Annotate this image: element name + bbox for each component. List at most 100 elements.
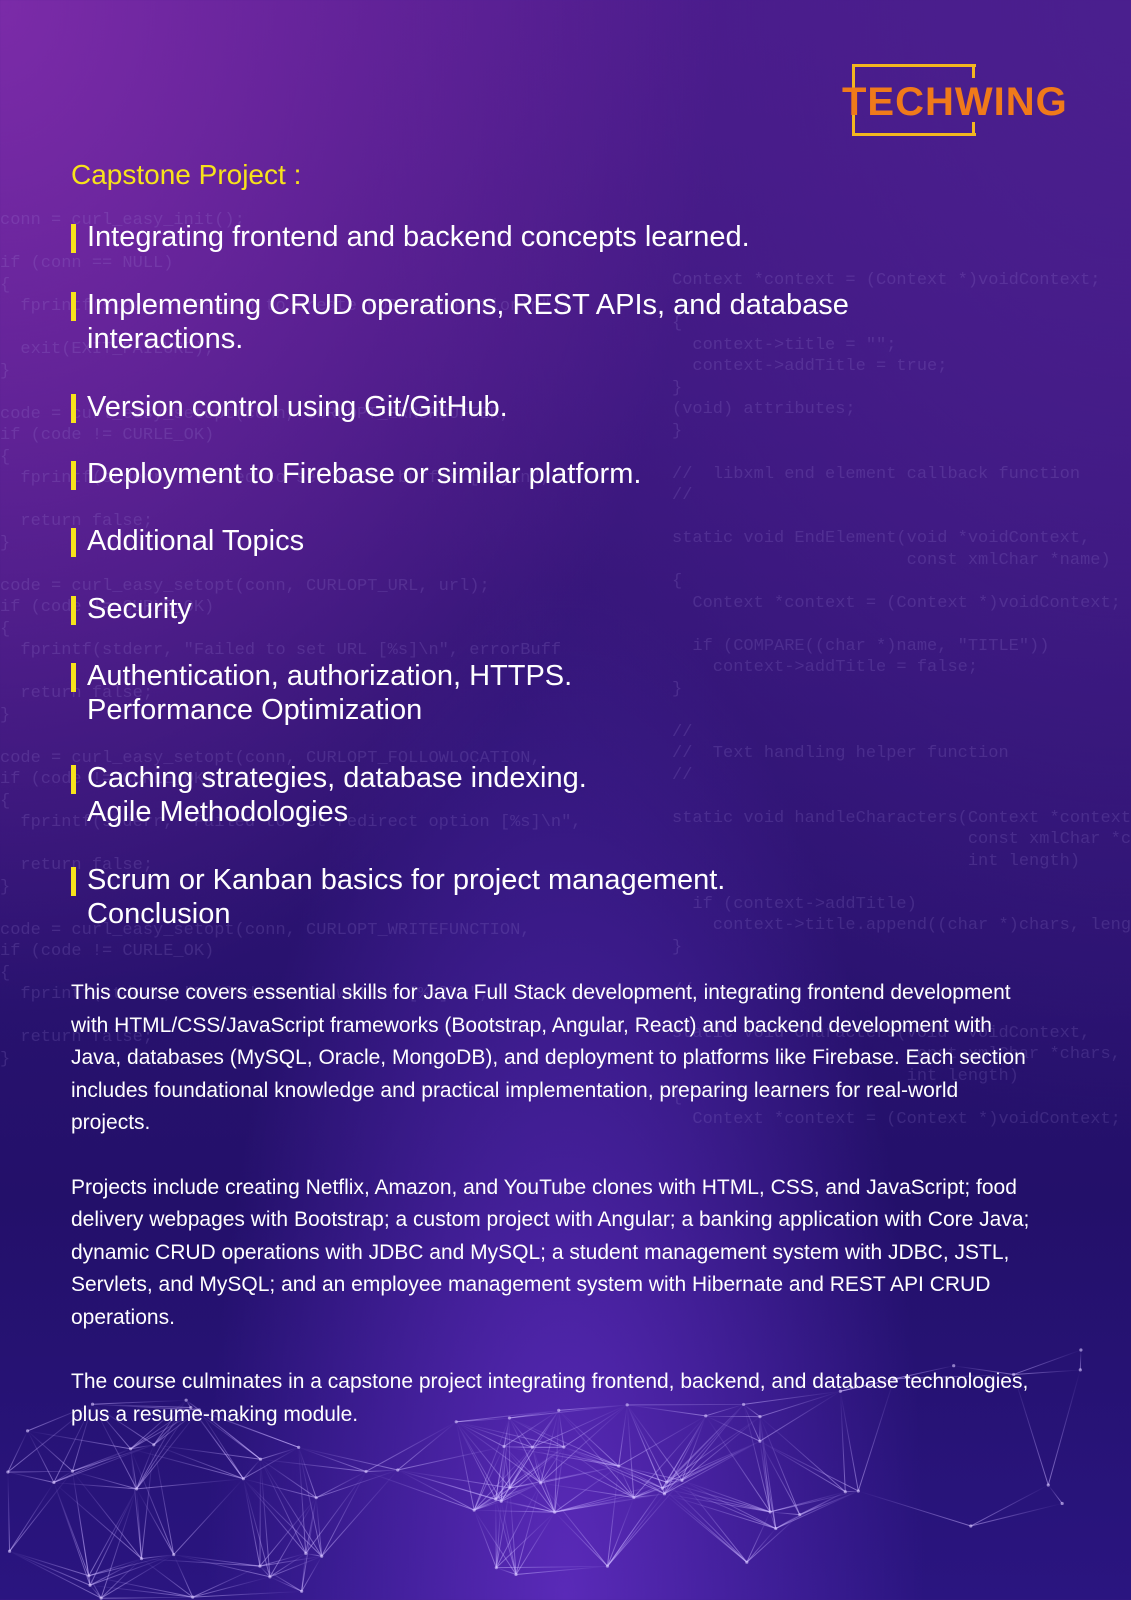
bullet-bar bbox=[71, 528, 76, 557]
network-line bbox=[397, 1469, 502, 1502]
network-line bbox=[173, 1554, 194, 1598]
network-line bbox=[618, 1465, 665, 1495]
network-line bbox=[509, 1487, 555, 1513]
network-line bbox=[473, 1509, 517, 1575]
bullet-item: Scrum or Kanban basics for project manag… bbox=[71, 863, 725, 931]
network-line bbox=[259, 1565, 302, 1592]
bullet-line: interactions. bbox=[87, 323, 244, 355]
network-node bbox=[320, 1554, 324, 1558]
network-line bbox=[305, 1552, 322, 1557]
logo-frame-edge bbox=[972, 122, 975, 136]
network-line bbox=[269, 1497, 317, 1578]
network-node bbox=[472, 1508, 476, 1512]
bullet-line: Implementing CRUD operations, REST APIs,… bbox=[87, 289, 849, 321]
network-line bbox=[260, 1458, 317, 1499]
network-line bbox=[173, 1554, 261, 1567]
network-line bbox=[173, 1478, 244, 1555]
network-line bbox=[681, 1479, 771, 1513]
network-line bbox=[970, 1484, 1049, 1527]
network-node bbox=[139, 1557, 144, 1561]
network-line bbox=[618, 1465, 683, 1481]
network-line bbox=[298, 1447, 323, 1557]
network-node bbox=[258, 1564, 262, 1568]
network-line bbox=[141, 1558, 194, 1598]
network-node bbox=[499, 1499, 503, 1503]
network-line bbox=[799, 1490, 859, 1516]
network-node bbox=[539, 1481, 543, 1485]
network-line bbox=[7, 1471, 55, 1483]
network-line bbox=[101, 1596, 193, 1599]
network-line bbox=[666, 1481, 748, 1563]
network-node bbox=[494, 1566, 498, 1570]
network-line bbox=[554, 1496, 634, 1513]
paragraph: The course culminates in a capstone proj… bbox=[71, 1370, 1029, 1426]
network-line bbox=[607, 1487, 663, 1567]
network-line bbox=[1047, 1484, 1063, 1504]
network-line bbox=[633, 1481, 667, 1498]
bullet-line: Scrum or Kanban basics for project manag… bbox=[87, 864, 726, 896]
network-line bbox=[775, 1490, 859, 1529]
network-line bbox=[633, 1487, 663, 1498]
network-line bbox=[90, 1584, 193, 1598]
network-line bbox=[100, 1488, 138, 1599]
network-line bbox=[495, 1498, 502, 1502]
network-line bbox=[474, 1509, 555, 1513]
logo-frame-edge bbox=[972, 64, 975, 78]
network-line bbox=[397, 1469, 475, 1511]
bullet-item: Security bbox=[71, 592, 192, 626]
bullet-line: Conclusion bbox=[87, 898, 231, 930]
network-line bbox=[799, 1491, 846, 1516]
network-line bbox=[540, 1482, 608, 1567]
network-line bbox=[515, 1565, 608, 1575]
network-node bbox=[1078, 1368, 1082, 1372]
network-line bbox=[53, 1482, 90, 1576]
network-line bbox=[666, 1479, 683, 1483]
network-line bbox=[746, 1528, 777, 1563]
network-node bbox=[843, 1490, 847, 1494]
network-line bbox=[1047, 1369, 1081, 1486]
network-line bbox=[9, 1470, 73, 1552]
network-node bbox=[364, 1469, 368, 1474]
network-line bbox=[301, 1497, 317, 1592]
network-line bbox=[88, 1488, 138, 1577]
network-node bbox=[1079, 1348, 1083, 1352]
network-line bbox=[141, 1554, 174, 1560]
bullet-line: Security bbox=[87, 593, 192, 625]
network-line bbox=[970, 1502, 1063, 1527]
network-line bbox=[663, 1482, 668, 1494]
network-line bbox=[88, 1575, 102, 1599]
bullet-line: Version control using Git/GitHub. bbox=[87, 391, 508, 423]
network-node bbox=[632, 1495, 636, 1500]
bullet-item: Deployment to Firebase or similar platfo… bbox=[71, 457, 641, 491]
network-line bbox=[474, 1500, 502, 1511]
network-line bbox=[53, 1470, 73, 1483]
network-node bbox=[494, 1497, 498, 1501]
network-line bbox=[495, 1487, 511, 1500]
bullet-line: Agile Methodologies bbox=[87, 796, 349, 828]
network-node bbox=[617, 1464, 621, 1468]
network-line bbox=[260, 1458, 307, 1554]
network-line bbox=[192, 1590, 302, 1598]
network-node bbox=[662, 1492, 667, 1496]
network-node bbox=[745, 1560, 749, 1564]
network-node bbox=[1060, 1501, 1064, 1506]
network-line bbox=[509, 1482, 541, 1489]
network-node bbox=[314, 1496, 318, 1500]
bullet-bar bbox=[71, 224, 76, 253]
section-heading: Capstone Project : bbox=[71, 159, 302, 190]
network-line bbox=[305, 1471, 367, 1554]
network-line bbox=[136, 1488, 142, 1559]
network-node bbox=[396, 1468, 400, 1472]
network-node bbox=[665, 1480, 669, 1484]
network-line bbox=[72, 1470, 137, 1490]
network-line bbox=[242, 1478, 323, 1557]
network-line bbox=[53, 1481, 137, 1490]
network-line bbox=[681, 1480, 748, 1563]
network-line bbox=[260, 1458, 323, 1557]
network-line bbox=[633, 1479, 683, 1498]
network-line bbox=[88, 1558, 142, 1577]
bullet-bar bbox=[71, 461, 76, 490]
network-node bbox=[70, 1469, 75, 1473]
logo-frame bbox=[852, 64, 976, 136]
network-line bbox=[496, 1565, 608, 1569]
